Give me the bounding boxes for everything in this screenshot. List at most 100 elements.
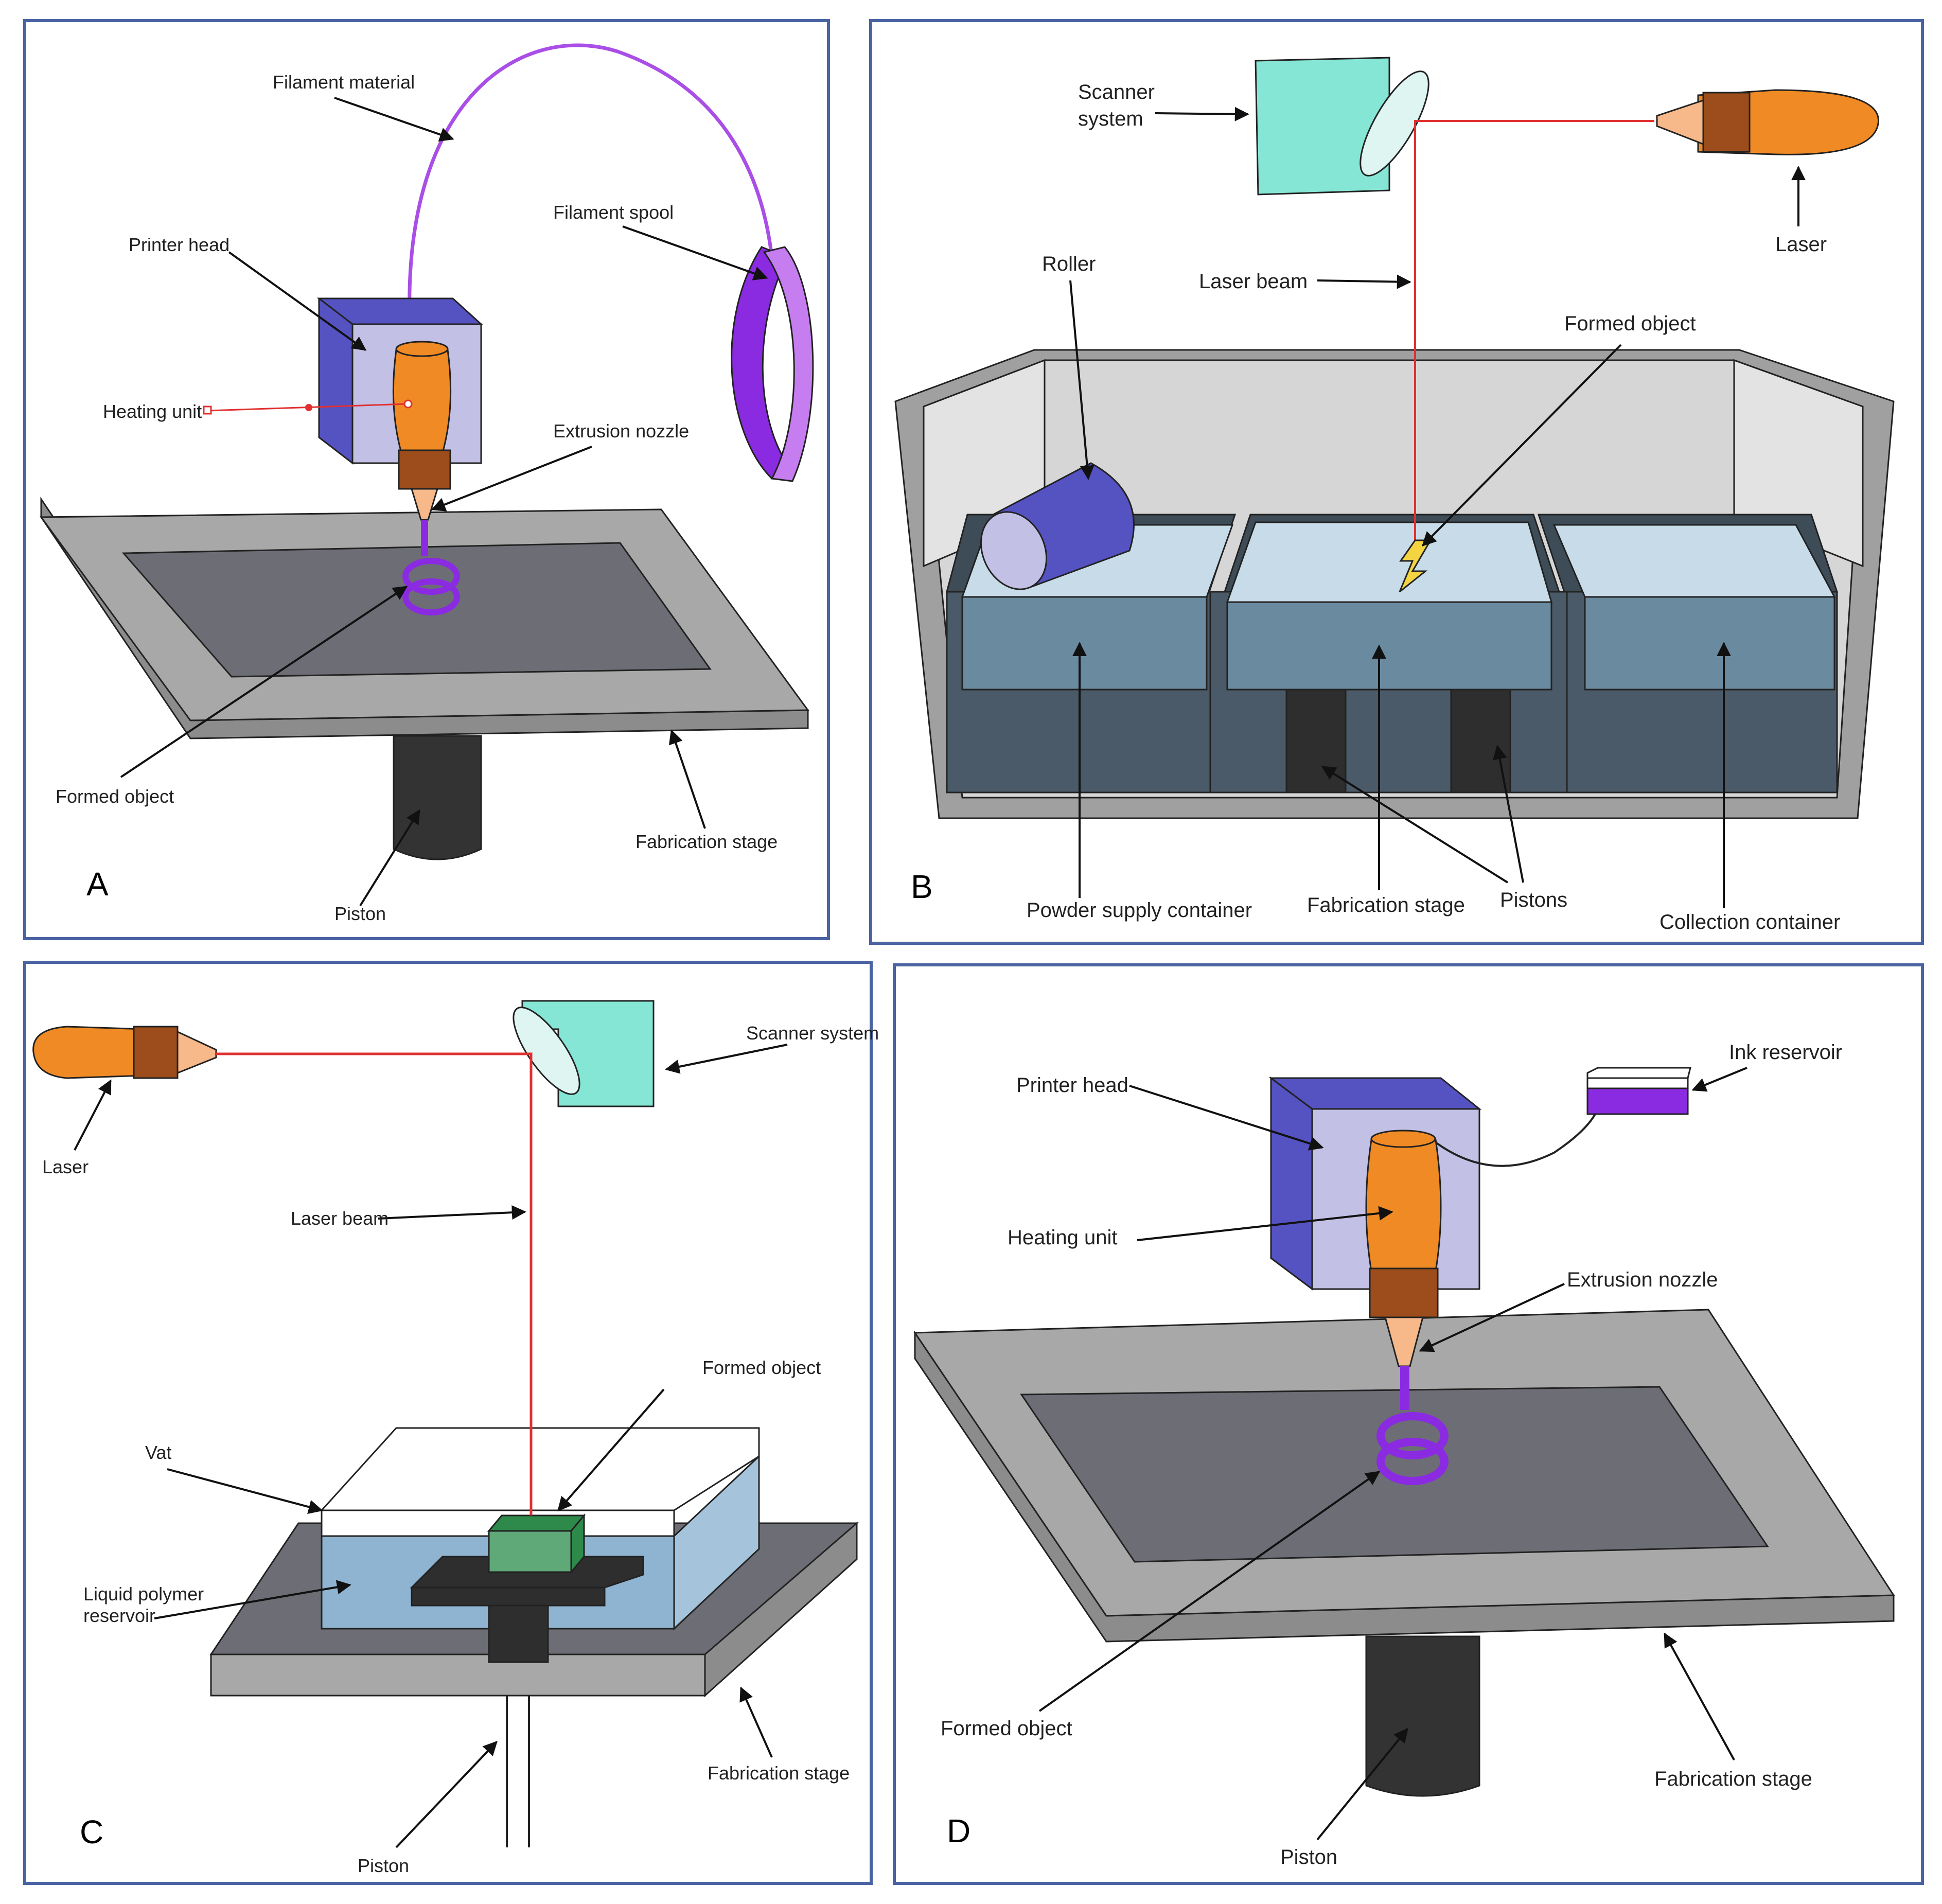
- arrow-laser: [74, 1079, 112, 1151]
- label-fabrication-stage: Fabrication stage: [635, 831, 778, 852]
- vat-liquid-side: [673, 1454, 760, 1631]
- panel-c: Laser Scanner system Laser beam Formed o…: [23, 961, 879, 1885]
- label-scanner-system: Scanner system: [746, 1022, 879, 1044]
- collection-container: [1537, 514, 1839, 691]
- panel-letter-d: D: [947, 1812, 970, 1849]
- arrow-piston-right: [1492, 745, 1524, 883]
- ink-reservoir-top: [1586, 1067, 1691, 1079]
- formed-object: [488, 1530, 572, 1573]
- label-filament-material: Filament material: [273, 72, 415, 93]
- label-liquid-line2: reservoir: [83, 1605, 155, 1626]
- formed-object-side: [570, 1513, 585, 1575]
- formed-object-top: [487, 1514, 586, 1532]
- label-pistons: Pistons: [1500, 889, 1567, 911]
- ink-reservoir-ink: [1586, 1087, 1689, 1115]
- fabrication-container: [1223, 514, 1568, 794]
- fabrication-stage-side: [704, 1521, 858, 1698]
- roller: [980, 462, 1135, 590]
- label-liquid-line1: Liquid polymer: [83, 1583, 204, 1605]
- formed-object: [1376, 1366, 1449, 1485]
- heating-unit-marker: [203, 406, 212, 415]
- arrow-filament-material: [334, 97, 454, 142]
- heating-unit: [392, 344, 452, 454]
- label-laser: Laser: [42, 1156, 89, 1177]
- piston: [393, 735, 482, 860]
- arrow-scanner-system: [665, 1044, 788, 1074]
- label-powder-supply: Powder supply container: [1027, 899, 1252, 922]
- laser-beam: [1414, 120, 1654, 551]
- build-platform: [411, 1586, 606, 1607]
- label-printer-head: Printer head: [1016, 1074, 1128, 1097]
- heater-top: [395, 341, 449, 357]
- label-laser: Laser: [1775, 233, 1827, 256]
- heating-unit-dot: [305, 404, 312, 411]
- arrow-fabrication-stage: [739, 1686, 773, 1758]
- label-formed-object: Formed object: [702, 1357, 821, 1378]
- piston-right: [1450, 689, 1511, 794]
- label-formed-object: Formed object: [1564, 312, 1696, 335]
- label-printer-head: Printer head: [129, 234, 229, 255]
- heating-unit: [1365, 1134, 1442, 1272]
- arrow-formed-object: [557, 1388, 665, 1512]
- arrow-printer-head: [228, 251, 367, 351]
- label-collection: Collection container: [1659, 911, 1840, 933]
- arrow-formed-object: [1038, 1471, 1381, 1712]
- printer-head-side: [1270, 1077, 1313, 1291]
- arrow-piston: [359, 809, 420, 907]
- laser-emitter: [1656, 89, 1879, 155]
- label-piston: Piston: [334, 903, 386, 924]
- arrow-scanner-system: [1155, 107, 1249, 121]
- label-piston: Piston: [358, 1855, 409, 1876]
- panel-a: Filament material Filament spool Printer…: [23, 19, 830, 940]
- printer-head-side: [318, 297, 354, 465]
- arrow-extrusion-nozzle: [431, 446, 592, 512]
- label-roller: Roller: [1042, 253, 1096, 275]
- filament-spool: [731, 246, 814, 482]
- panel-letter-c: C: [80, 1813, 103, 1850]
- arrow-ink-reservoir: [1691, 1067, 1747, 1092]
- label-fabrication-stage: Fabrication stage: [708, 1762, 850, 1784]
- arrow-fabrication-stage: [1664, 1632, 1735, 1760]
- label-formed-object: Formed object: [56, 786, 174, 807]
- panel-c-frame: [23, 961, 873, 1885]
- panel-letter-a: A: [86, 866, 109, 903]
- scanner-mirror: [1255, 57, 1429, 196]
- panel-b: Scanner system Laser Laser beam Roller F…: [869, 19, 1924, 945]
- arrow-fabrication-stage: [668, 729, 706, 829]
- extrusion-nozzle: [1384, 1316, 1424, 1367]
- label-heating-unit: Heating unit: [103, 401, 202, 422]
- arrow-formed-object: [1422, 344, 1622, 546]
- arrow-extrusion-nozzle: [1419, 1283, 1565, 1352]
- arrow-filament-spool: [622, 225, 768, 280]
- label-vat: Vat: [145, 1442, 171, 1463]
- heater-collar: [398, 449, 451, 490]
- vat-top: [320, 1427, 760, 1511]
- fabrication-stage: [210, 1653, 706, 1697]
- panel-letter-b: B: [911, 868, 933, 905]
- arrow-piston-left: [1321, 766, 1509, 884]
- label-filament-spool: Filament spool: [553, 202, 674, 223]
- ink-reservoir: [1586, 1077, 1689, 1089]
- label-extrusion-nozzle: Extrusion nozzle: [553, 420, 689, 442]
- arrow-heating-unit: [1137, 1206, 1393, 1241]
- piston: [1365, 1635, 1480, 1797]
- heating-unit-dot-2: [403, 399, 413, 409]
- heater-collar: [1369, 1267, 1439, 1318]
- label-scanner-line1: Scanner: [1078, 81, 1155, 103]
- label-extrusion-nozzle: Extrusion nozzle: [1567, 1268, 1718, 1291]
- label-laser-beam: Laser beam: [1199, 270, 1308, 293]
- label-scanner-line2: system: [1078, 108, 1143, 130]
- heater-top: [1370, 1130, 1436, 1148]
- label-piston: Piston: [1280, 1846, 1337, 1868]
- label-formed-object: Formed object: [941, 1717, 1072, 1740]
- arrow-liquid-polymer: [154, 1580, 351, 1619]
- arrow-formed-object: [120, 586, 408, 778]
- laser-emitter: [32, 1026, 217, 1079]
- label-fabrication-stage: Fabrication stage: [1307, 894, 1465, 916]
- arrow-piston: [1316, 1727, 1408, 1841]
- arrow-vat: [167, 1468, 323, 1514]
- filament-material: [408, 43, 774, 356]
- arrow-roller: [1069, 280, 1094, 480]
- piston-left: [1285, 689, 1347, 794]
